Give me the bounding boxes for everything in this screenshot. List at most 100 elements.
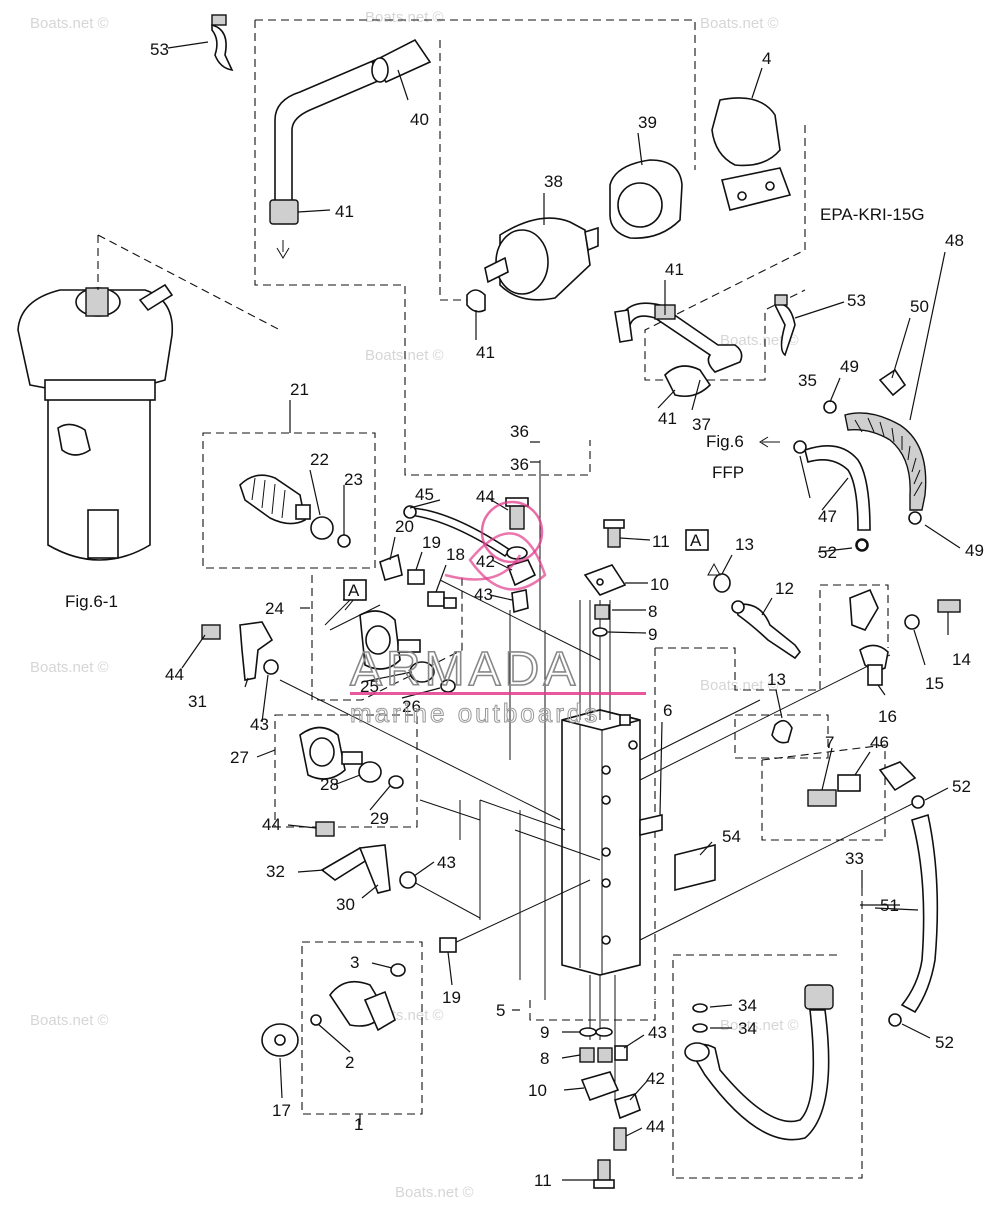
callout-number-52: 52 — [935, 1033, 954, 1052]
leader-line — [369, 785, 391, 811]
group-boundary — [439, 40, 475, 301]
fittings-7-46-illustration — [807, 761, 917, 807]
leader-line — [699, 841, 713, 856]
group-boundary-24 — [311, 575, 463, 701]
pump-flange — [44, 379, 156, 401]
watermark: Boats.net © — [720, 332, 799, 349]
leader-line — [563, 1087, 585, 1091]
callout-number-50: 50 — [910, 297, 929, 316]
bracket-31-illustration — [201, 621, 279, 681]
leader-line — [854, 751, 871, 776]
plate-10 — [583, 564, 627, 596]
callout-number-22: 22 — [310, 450, 329, 469]
leader-line — [297, 209, 331, 213]
washer-9 — [579, 1027, 597, 1037]
o-ring-22 — [310, 516, 334, 540]
watermark: Boats.net © — [30, 15, 109, 32]
braid-pattern — [854, 417, 923, 497]
leader-line — [287, 824, 317, 829]
callout-number-18: 18 — [446, 545, 465, 564]
leader-line — [637, 132, 643, 166]
leader-line — [447, 951, 453, 986]
bracket-foot — [721, 167, 792, 211]
sticker — [674, 843, 716, 892]
clip-42 — [614, 1093, 641, 1120]
callout-number-4: 4 — [762, 49, 771, 68]
leader-line — [901, 1023, 931, 1039]
callout-number-44: 44 — [165, 665, 184, 684]
callout-number-31: 31 — [188, 692, 207, 711]
elbow-fitting — [849, 588, 879, 631]
section-marker-label: A — [348, 581, 360, 600]
leader-line — [317, 1023, 351, 1053]
bracket-30-32-illustration — [315, 821, 417, 894]
fitting-13 — [713, 573, 731, 593]
leader-line — [619, 537, 651, 541]
callout-number-30: 30 — [336, 895, 355, 914]
callout-number-9: 9 — [648, 625, 657, 644]
callout-number-1: 1 — [354, 1115, 363, 1134]
pump-bracket — [87, 509, 119, 559]
port — [601, 847, 611, 857]
callout-number-17: 17 — [272, 1101, 291, 1120]
sensor-1-illustration — [261, 937, 457, 1057]
manifold-fitting — [619, 714, 631, 726]
port — [601, 878, 611, 888]
group-boundary-27 — [274, 714, 418, 828]
leader-line — [913, 629, 926, 666]
fuel-pump-assembly-illustration — [17, 235, 174, 561]
hose-end — [731, 600, 745, 614]
leader-line — [891, 317, 911, 379]
arrow-left-icon — [759, 436, 780, 448]
callout-number-43: 43 — [437, 853, 456, 872]
regulator-body — [239, 474, 306, 525]
callout-number-29: 29 — [370, 809, 389, 828]
callout-number-7: 7 — [825, 733, 834, 752]
leader-line — [333, 774, 361, 786]
callout-number-44: 44 — [262, 815, 281, 834]
fittings-18-19-20-illustration — [379, 553, 457, 609]
leader-line — [489, 594, 513, 601]
regulator-27-illustration — [299, 726, 404, 789]
collar-43 — [263, 659, 279, 675]
callout-number-11: 11 — [534, 1171, 552, 1190]
callout-number-41: 41 — [658, 409, 677, 428]
hose-12 — [733, 603, 802, 660]
leader-line — [761, 597, 773, 616]
leader-line — [409, 499, 441, 509]
guide-line — [439, 579, 601, 661]
brand-name: ARMADA — [350, 643, 579, 696]
leader-line — [659, 721, 663, 816]
guide-line — [329, 604, 381, 631]
plate-10 — [580, 1071, 620, 1102]
right-fittings-illustration — [707, 539, 961, 744]
callout-number-36: 36 — [510, 455, 529, 474]
hose-48-illustration — [773, 294, 927, 525]
fitting-46 — [837, 774, 861, 792]
group-boundary-33 — [672, 888, 863, 1179]
callout-number-15: 15 — [925, 674, 944, 693]
hose — [900, 813, 939, 1014]
hose — [688, 1009, 830, 1141]
callout-number-24: 24 — [265, 599, 284, 618]
brand-tagline: marine outboards — [350, 698, 600, 728]
bolt-44 — [509, 504, 525, 530]
regulator-face — [365, 625, 391, 655]
group-boundary — [255, 19, 696, 170]
callout-number-49: 49 — [840, 357, 859, 376]
callout-number-26: 26 — [402, 697, 421, 716]
callout-number-13: 13 — [735, 535, 754, 554]
clamp-50 — [878, 368, 907, 397]
callout-number-21: 21 — [290, 380, 309, 399]
clip-42 — [506, 559, 537, 587]
callout-number-41: 41 — [476, 343, 495, 362]
callout-number-38: 38 — [544, 172, 563, 191]
regulator-ribs — [251, 477, 286, 519]
callout-number-13: 13 — [767, 670, 786, 689]
washer-15 — [904, 614, 920, 630]
manifold-main — [561, 709, 641, 976]
leader-line — [371, 962, 393, 969]
group-boundary — [529, 1000, 656, 1021]
